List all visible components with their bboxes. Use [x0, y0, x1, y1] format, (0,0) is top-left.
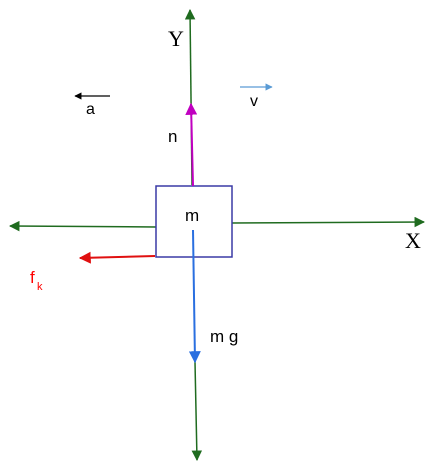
- x-axis-left: [8, 220, 157, 232]
- friction-subscript: k: [37, 281, 43, 293]
- friction-arrow: [78, 251, 156, 264]
- normal-force-arrow: [185, 102, 198, 187]
- y-axis-lower: [191, 361, 203, 462]
- y-axis-label: Y: [168, 26, 184, 51]
- weight-arrow: [188, 229, 201, 364]
- x-axis-right: [231, 216, 426, 228]
- friction-label: f: [30, 268, 35, 287]
- weight-label: m g: [210, 327, 238, 346]
- normal-force-label: n: [168, 127, 177, 146]
- mass-label: m: [185, 206, 199, 225]
- acceleration-label: a: [86, 101, 95, 118]
- x-axis-label: X: [405, 228, 421, 253]
- velocity-label: v: [250, 93, 258, 110]
